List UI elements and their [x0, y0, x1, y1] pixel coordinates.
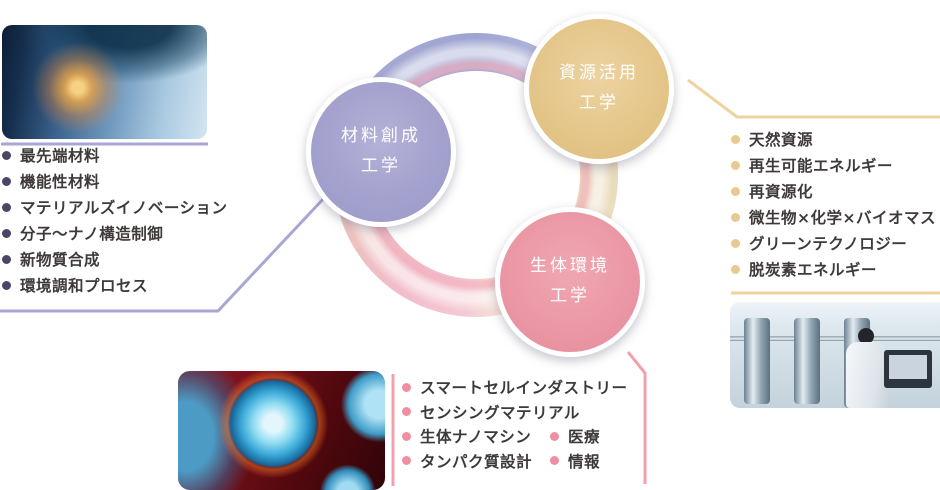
list-item: タンパク質設計 情報: [402, 450, 628, 472]
bullet-icon: [2, 176, 11, 186]
bio-connector-line: [626, 351, 647, 484]
circle-label-line1: 資源活用: [559, 63, 639, 84]
bullet-icon: [2, 202, 11, 212]
circle-resources-engineering[interactable]: 資源活用 工学: [524, 14, 674, 164]
circle-label-line2: 工学: [550, 286, 590, 306]
list-item-label: グリーンテクノロジー: [749, 235, 908, 253]
resources-topics-list: 天然資源 再生可能エネルギー 再資源化 微生物×化学×バイオマス グリーンテクノ…: [731, 130, 936, 286]
bullet-icon: [731, 134, 740, 144]
list-item: マテリアルズイノベーション: [2, 198, 228, 217]
monitor-screen-art: [889, 355, 927, 379]
circle-label-line1: 材料創成: [341, 126, 421, 147]
circle-materials-engineering[interactable]: 材料創成 工学: [306, 77, 456, 227]
list-item-label: センシングマテリアル: [420, 403, 580, 422]
bullet-icon: [2, 228, 11, 238]
circle-label-line1: 生体環境: [530, 256, 610, 277]
bullet-icon: [402, 382, 411, 392]
list-item-label: 環境調和プロセス: [20, 277, 149, 295]
list-cell: 医療: [550, 425, 600, 447]
person-art: [858, 328, 874, 344]
resources-connector-line: [687, 78, 940, 119]
list-item-label: 再資源化: [749, 183, 814, 201]
circle-bio-environment-engineering[interactable]: 生体環境 工学: [495, 207, 645, 357]
list-cell: 生体ナノマシン: [402, 425, 550, 447]
pipe-art: [730, 336, 940, 341]
tank-art: [794, 318, 820, 404]
bio-topics-list: スマートセルインダストリー センシングマテリアル 生体ナノマシン 医療 タンパク…: [402, 378, 628, 476]
bullet-icon: [731, 238, 740, 248]
list-item: 環境調和プロセス: [2, 276, 228, 295]
list-item-label: スマートセルインダストリー: [420, 379, 628, 397]
person-art: [846, 342, 888, 408]
list-item-label: 医療: [568, 428, 601, 446]
list-item-label: 機能性材料: [20, 173, 101, 191]
bioprocess-plant-photo: [730, 302, 940, 408]
bullet-icon: [402, 407, 411, 416]
list-item: 天然資源: [731, 130, 936, 149]
list-item-label: マテリアルズイノベーション: [20, 199, 228, 217]
list-item-label: 新物質合成: [20, 251, 101, 269]
bullet-icon: [2, 254, 11, 264]
list-item-label: 分子〜ナノ構造制御: [20, 225, 164, 243]
cell-closeup-photo: [178, 371, 385, 490]
list-item: 微生物×化学×バイオマス: [731, 208, 936, 227]
circle-label-line2: 工学: [579, 93, 619, 113]
list-item-label: 脱炭素エネルギー: [749, 261, 878, 279]
list-item: スマートセルインダストリー: [402, 378, 628, 397]
list-item: 再生可能エネルギー: [731, 156, 936, 175]
list-item: 脱炭素エネルギー: [731, 260, 936, 279]
materials-lab-photo: [2, 25, 207, 139]
list-item: センシングマテリアル: [402, 403, 628, 422]
bullet-icon: [731, 186, 740, 196]
bullet-icon: [550, 456, 559, 465]
list-item-label: 生体ナノマシン: [420, 428, 532, 446]
bullet-icon: [550, 431, 559, 441]
circle-label-line2: 工学: [361, 156, 401, 176]
list-cell: 情報: [550, 450, 600, 472]
list-item-label: タンパク質設計: [420, 452, 533, 471]
list-item: 生体ナノマシン 医療: [402, 425, 628, 447]
list-item-label: 最先端材料: [20, 147, 101, 165]
list-item-label: 情報: [568, 452, 601, 471]
bullet-icon: [2, 150, 11, 160]
list-item: 機能性材料: [2, 172, 228, 191]
list-item-label: 天然資源: [749, 131, 814, 149]
tank-art: [744, 318, 770, 404]
monitor-art: [884, 350, 932, 388]
list-item-label: 再生可能エネルギー: [749, 157, 894, 175]
bullet-icon: [731, 264, 740, 274]
bullet-icon: [2, 280, 11, 290]
list-item: 最先端材料: [2, 146, 228, 165]
bullet-icon: [731, 160, 740, 170]
bullet-icon: [402, 431, 411, 441]
list-item-label: 微生物×化学×バイオマス: [749, 209, 936, 227]
list-cell: タンパク質設計: [402, 450, 550, 472]
list-item: 新物質合成: [2, 250, 228, 269]
list-item: 再資源化: [731, 182, 936, 201]
materials-topics-list: 最先端材料 機能性材料 マテリアルズイノベーション 分子〜ナノ構造制御 新物質合…: [2, 146, 228, 302]
bullet-icon: [402, 456, 411, 465]
bullet-icon: [731, 212, 740, 222]
list-item: 分子〜ナノ構造制御: [2, 224, 228, 243]
list-item: グリーンテクノロジー: [731, 234, 936, 253]
